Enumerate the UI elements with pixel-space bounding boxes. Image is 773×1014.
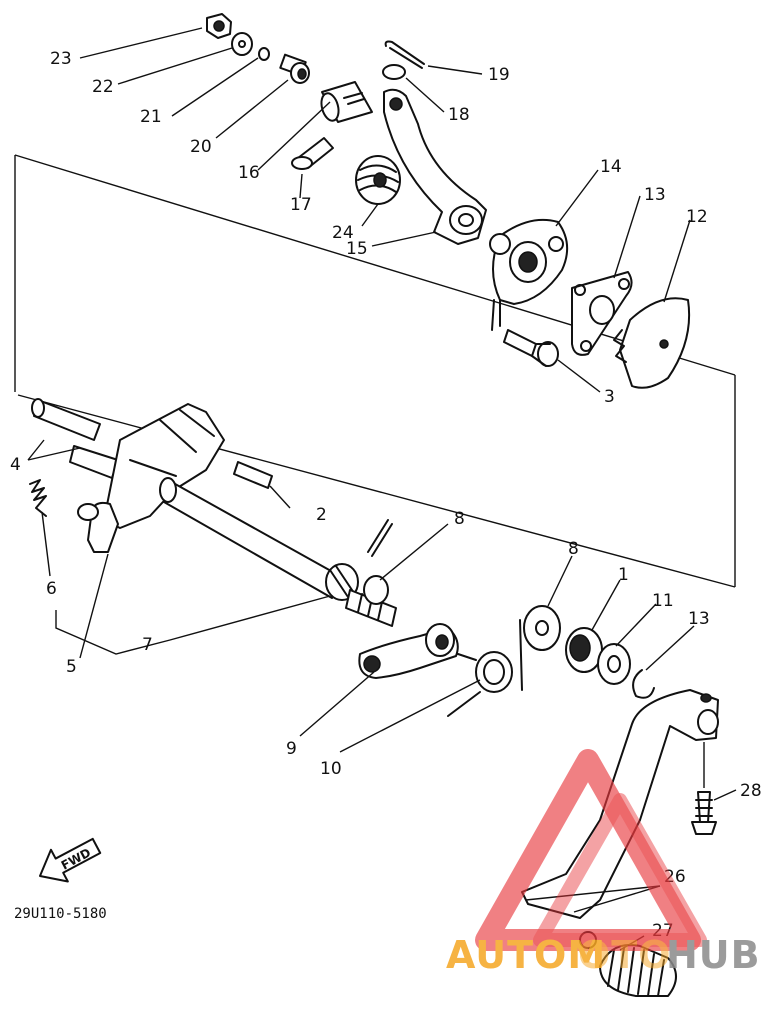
part-22-o-ring [258, 47, 270, 61]
part-number-labels: 23 22 21 20 16 17 24 19 18 15 14 13 12 3… [10, 49, 762, 941]
part-9-link [358, 623, 459, 679]
label-part-1: 1 [618, 565, 629, 585]
part-23-washer [231, 32, 253, 56]
watermark-text-mid: OTO [578, 933, 672, 977]
part-3-stud-bolt [503, 329, 559, 367]
part-24-nut [206, 13, 232, 39]
part-8-washer-b [523, 605, 561, 651]
part-28-bolt [691, 791, 717, 835]
label-part-13: 12 [686, 207, 708, 227]
part-20-cotter-pin [384, 40, 425, 69]
fwd-direction-arrow: FWD [38, 837, 102, 883]
part-12-circlip [632, 669, 655, 699]
watermark-logo-mark [475, 749, 707, 951]
part-19-washer [382, 64, 406, 80]
label-part-19: 18 [448, 105, 470, 125]
part-18-pin [291, 137, 334, 170]
part-13-cover [613, 297, 691, 389]
label-part-3: 3 [604, 387, 615, 407]
label-part-16: 15 [346, 239, 368, 259]
label-part-22: 21 [140, 107, 162, 127]
label-part-6: 6 [46, 579, 57, 599]
label-part-18: 17 [290, 195, 312, 215]
label-part-20: 19 [488, 65, 510, 85]
watermark-text-left: AUTOM [446, 933, 606, 977]
part-2-pin [233, 461, 273, 489]
part-4-shift-fork-shaft [31, 398, 225, 529]
part-5-lever [77, 501, 119, 553]
label-part-15: 14 [600, 157, 622, 177]
label-part-28: 28 [740, 781, 762, 801]
part-15-plate [489, 218, 569, 331]
part-8-washer-a [363, 575, 389, 605]
part-1-bush [565, 627, 603, 673]
label-part-8-lower: 8 [568, 539, 579, 559]
label-part-17: 16 [238, 163, 260, 183]
label-part-24: 23 [50, 49, 72, 69]
label-part-7: 7 [142, 635, 153, 655]
part-6-spring [29, 479, 47, 517]
label-part-8-upper: 8 [454, 509, 465, 529]
label-part-4: 4 [10, 455, 21, 475]
label-part-21: 20 [190, 137, 212, 157]
label-part-11: 11 [652, 591, 674, 611]
part-17-sleeve [320, 81, 373, 123]
part-11-washer [597, 643, 631, 685]
part-21-bolt [279, 53, 310, 84]
label-part-25: 24 [332, 223, 354, 243]
part-25-spring [355, 155, 401, 205]
leader-lines [27, 27, 737, 951]
label-part-2: 2 [316, 505, 327, 525]
label-part-12: 13 [688, 609, 710, 629]
label-part-5: 5 [66, 657, 77, 677]
part-10-spring [447, 619, 523, 717]
label-part-14: 13 [644, 185, 666, 205]
label-part-9: 9 [286, 739, 297, 759]
part-16-shift-arm [383, 88, 487, 245]
label-part-23: 22 [92, 77, 114, 97]
part-14-plate [571, 271, 633, 356]
watermark-text-right: HUB [666, 933, 761, 977]
reference-code: 29U110-5180 [14, 906, 107, 922]
label-part-10: 10 [320, 759, 342, 779]
automotohub-watermark: AUTOM OTO HUB [446, 749, 761, 977]
part-7-shift-shaft [159, 477, 397, 627]
